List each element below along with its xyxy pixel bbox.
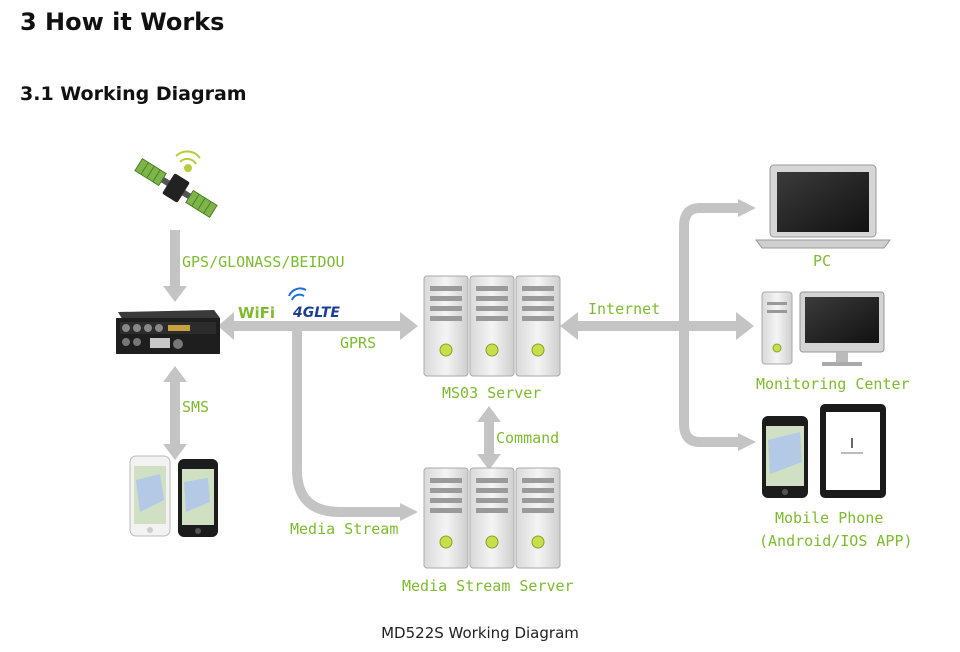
smartphone-black-icon [178, 459, 218, 537]
sms-label: SMS [182, 398, 209, 416]
subsection-title: 3.1 Working Diagram [20, 83, 247, 105]
mdvr-device-icon [116, 310, 220, 354]
mobile-phone-label: Mobile Phone [775, 509, 883, 527]
lte-signal-icon [288, 287, 307, 301]
command-label: Command [496, 429, 559, 447]
section-title: 3 How it Works [20, 8, 225, 36]
media-stream-server-label: Media Stream Server [402, 577, 574, 595]
ms03-server-icon [423, 275, 561, 377]
desktop-computer-icon [761, 291, 885, 366]
tablet-icon [820, 404, 886, 498]
mobile-phone-icon [762, 416, 808, 498]
lte-logo: 4GLTE [292, 305, 340, 321]
media-stream-label: Media Stream [290, 520, 398, 538]
laptop-icon [755, 164, 891, 249]
mobile-phone-sublabel: (Android/IOS APP) [759, 532, 913, 550]
signal-icon [175, 150, 201, 172]
ms03-server-label: MS03 Server [442, 384, 541, 402]
pc-label: PC [813, 252, 831, 270]
figure-caption: MD522S Working Diagram [381, 624, 579, 642]
media-stream-server-icon [423, 467, 561, 569]
internet-label: Internet [588, 300, 660, 318]
monitoring-center-label: Monitoring Center [756, 375, 910, 393]
gprs-label: GPRS [340, 334, 376, 352]
arrows [163, 199, 756, 521]
satellite-icon [134, 158, 218, 218]
gnss-label: GPS/GLONASS/BEIDOU [182, 253, 345, 271]
smartphone-white-icon [129, 455, 171, 537]
wifi-logo: WiFi [238, 304, 275, 322]
